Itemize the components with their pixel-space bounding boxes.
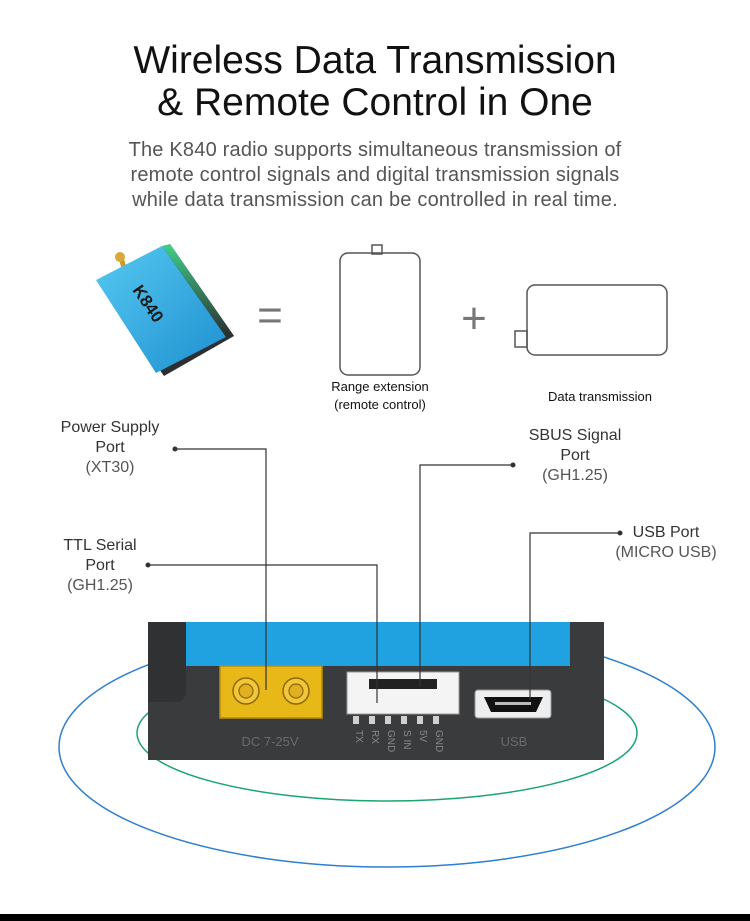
pin-label-gnd-1: GND bbox=[385, 730, 396, 752]
data-module-caption: Data transmission bbox=[547, 389, 653, 404]
pin-label-s-in: S IN bbox=[401, 730, 412, 749]
page-title: Wireless Data Transmission & Remote Cont… bbox=[0, 40, 750, 124]
pin-label-tx: TX bbox=[353, 730, 364, 743]
ttl-port-line-2: Port bbox=[85, 557, 115, 574]
power-port-label: Power Supply Port (XT30) bbox=[40, 418, 180, 478]
device-side bbox=[162, 244, 234, 337]
range-caption-line-1: Range extension bbox=[331, 379, 429, 394]
data-module-outline bbox=[514, 284, 668, 356]
ttl-port-line-1: TTL Serial bbox=[63, 537, 137, 554]
port-panel bbox=[148, 622, 604, 760]
power-port-line-2: Port bbox=[95, 439, 125, 456]
sbus-port-line-3: (GH1.25) bbox=[542, 467, 608, 484]
pin-label-5v: 5V bbox=[417, 730, 428, 743]
subtitle-line-3: while data transmission can be controlle… bbox=[132, 189, 618, 211]
usb-port-label: USB Port (MICRO USB) bbox=[596, 523, 736, 563]
range-caption-line-2: (remote control) bbox=[334, 397, 426, 412]
title-line-1: Wireless Data Transmission bbox=[133, 39, 617, 82]
bottom-bar bbox=[0, 914, 750, 921]
leader-lines bbox=[148, 448, 620, 703]
device-face bbox=[96, 246, 226, 373]
subtitle-line-1: The K840 radio supports simultaneous tra… bbox=[128, 139, 622, 161]
leader-dots bbox=[145, 446, 623, 568]
gh125-connector bbox=[346, 671, 460, 715]
sbus-port-line-1: SBUS Signal bbox=[528, 427, 622, 444]
pin-labels: TX RX GND S IN 5V GND bbox=[353, 730, 444, 752]
k840-device-image: K840 bbox=[96, 244, 234, 376]
plus-sign: + bbox=[461, 294, 487, 343]
pin-label-rx: RX bbox=[369, 730, 380, 744]
sbus-port-label: SBUS Signal Port (GH1.25) bbox=[505, 426, 645, 486]
antenna-tip bbox=[115, 252, 125, 262]
equals-sign: = bbox=[257, 291, 283, 340]
range-module-caption: Range extension (remote control) bbox=[300, 378, 460, 414]
usb-panel-label: USB bbox=[501, 734, 528, 749]
dc-voltage-label: DC 7-25V bbox=[241, 734, 298, 749]
ttl-port-line-3: (GH1.25) bbox=[67, 577, 133, 594]
subtitle-line-2: remote control signals and digital trans… bbox=[130, 164, 620, 186]
sbus-port-line-2: Port bbox=[560, 447, 590, 464]
power-port-line-1: Power Supply bbox=[60, 419, 160, 436]
usb-port-line-2: (MICRO USB) bbox=[615, 544, 717, 561]
range-module-outline bbox=[339, 244, 421, 376]
power-port-line-3: (XT30) bbox=[85, 459, 135, 476]
pin-label-gnd-2: GND bbox=[433, 730, 444, 752]
ttl-port-label: TTL Serial Port (GH1.25) bbox=[35, 536, 165, 596]
usb-port-line-1: USB Port bbox=[632, 524, 700, 541]
page-subtitle: The K840 radio supports simultaneous tra… bbox=[0, 138, 750, 213]
title-line-2: & Remote Control in One bbox=[157, 81, 593, 124]
